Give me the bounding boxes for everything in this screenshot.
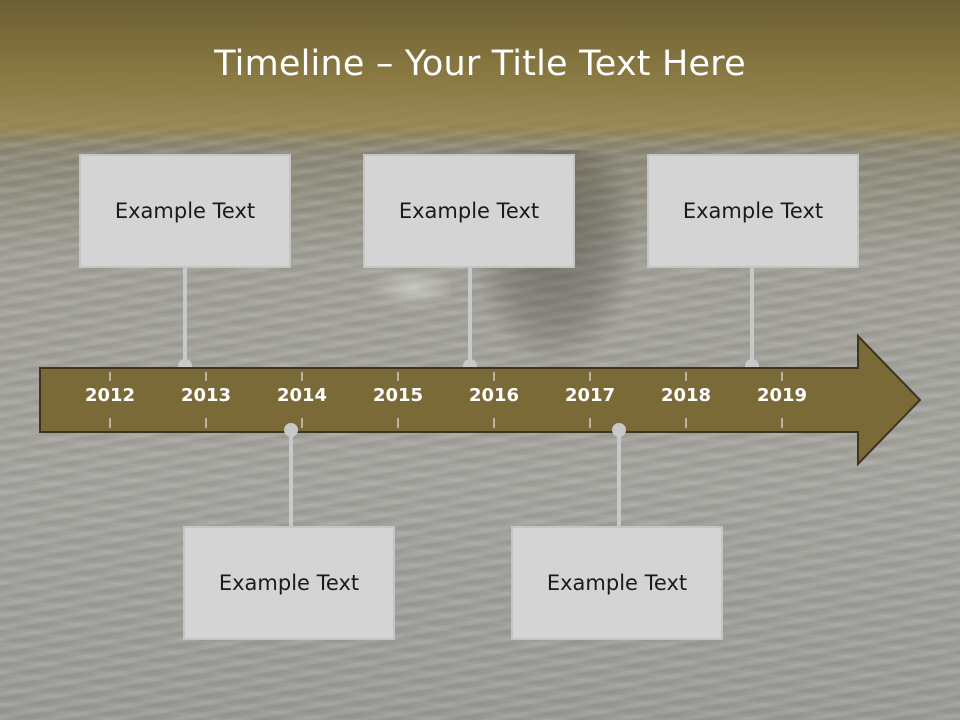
- year-label-2014: 2014: [276, 385, 328, 406]
- event-box-5[interactable]: Example Text: [511, 526, 723, 640]
- event-text: Example Text: [114, 199, 256, 223]
- timeline-arrow: [39, 333, 922, 467]
- title-band: [0, 0, 960, 140]
- year-label-2013: 2013: [180, 385, 232, 406]
- slide-title: Timeline – Your Title Text Here: [214, 44, 746, 84]
- event-box-4[interactable]: Example Text: [183, 526, 395, 640]
- year-label-2017: 2017: [564, 385, 616, 406]
- timeline-ticks: [109, 372, 783, 428]
- year-label-2018: 2018: [660, 385, 712, 406]
- event-box-1[interactable]: Example Text: [79, 154, 291, 268]
- event-text: Example Text: [682, 199, 824, 223]
- event-text: Example Text: [398, 199, 540, 223]
- year-label-2015: 2015: [372, 385, 424, 406]
- background-eagle-head: [370, 268, 450, 308]
- event-text: Example Text: [218, 571, 360, 595]
- event-box-3[interactable]: Example Text: [647, 154, 859, 268]
- year-label-2012: 2012: [84, 385, 136, 406]
- event-text: Example Text: [546, 571, 688, 595]
- event-box-2[interactable]: Example Text: [363, 154, 575, 268]
- year-label-2019: 2019: [756, 385, 808, 406]
- year-label-2016: 2016: [468, 385, 520, 406]
